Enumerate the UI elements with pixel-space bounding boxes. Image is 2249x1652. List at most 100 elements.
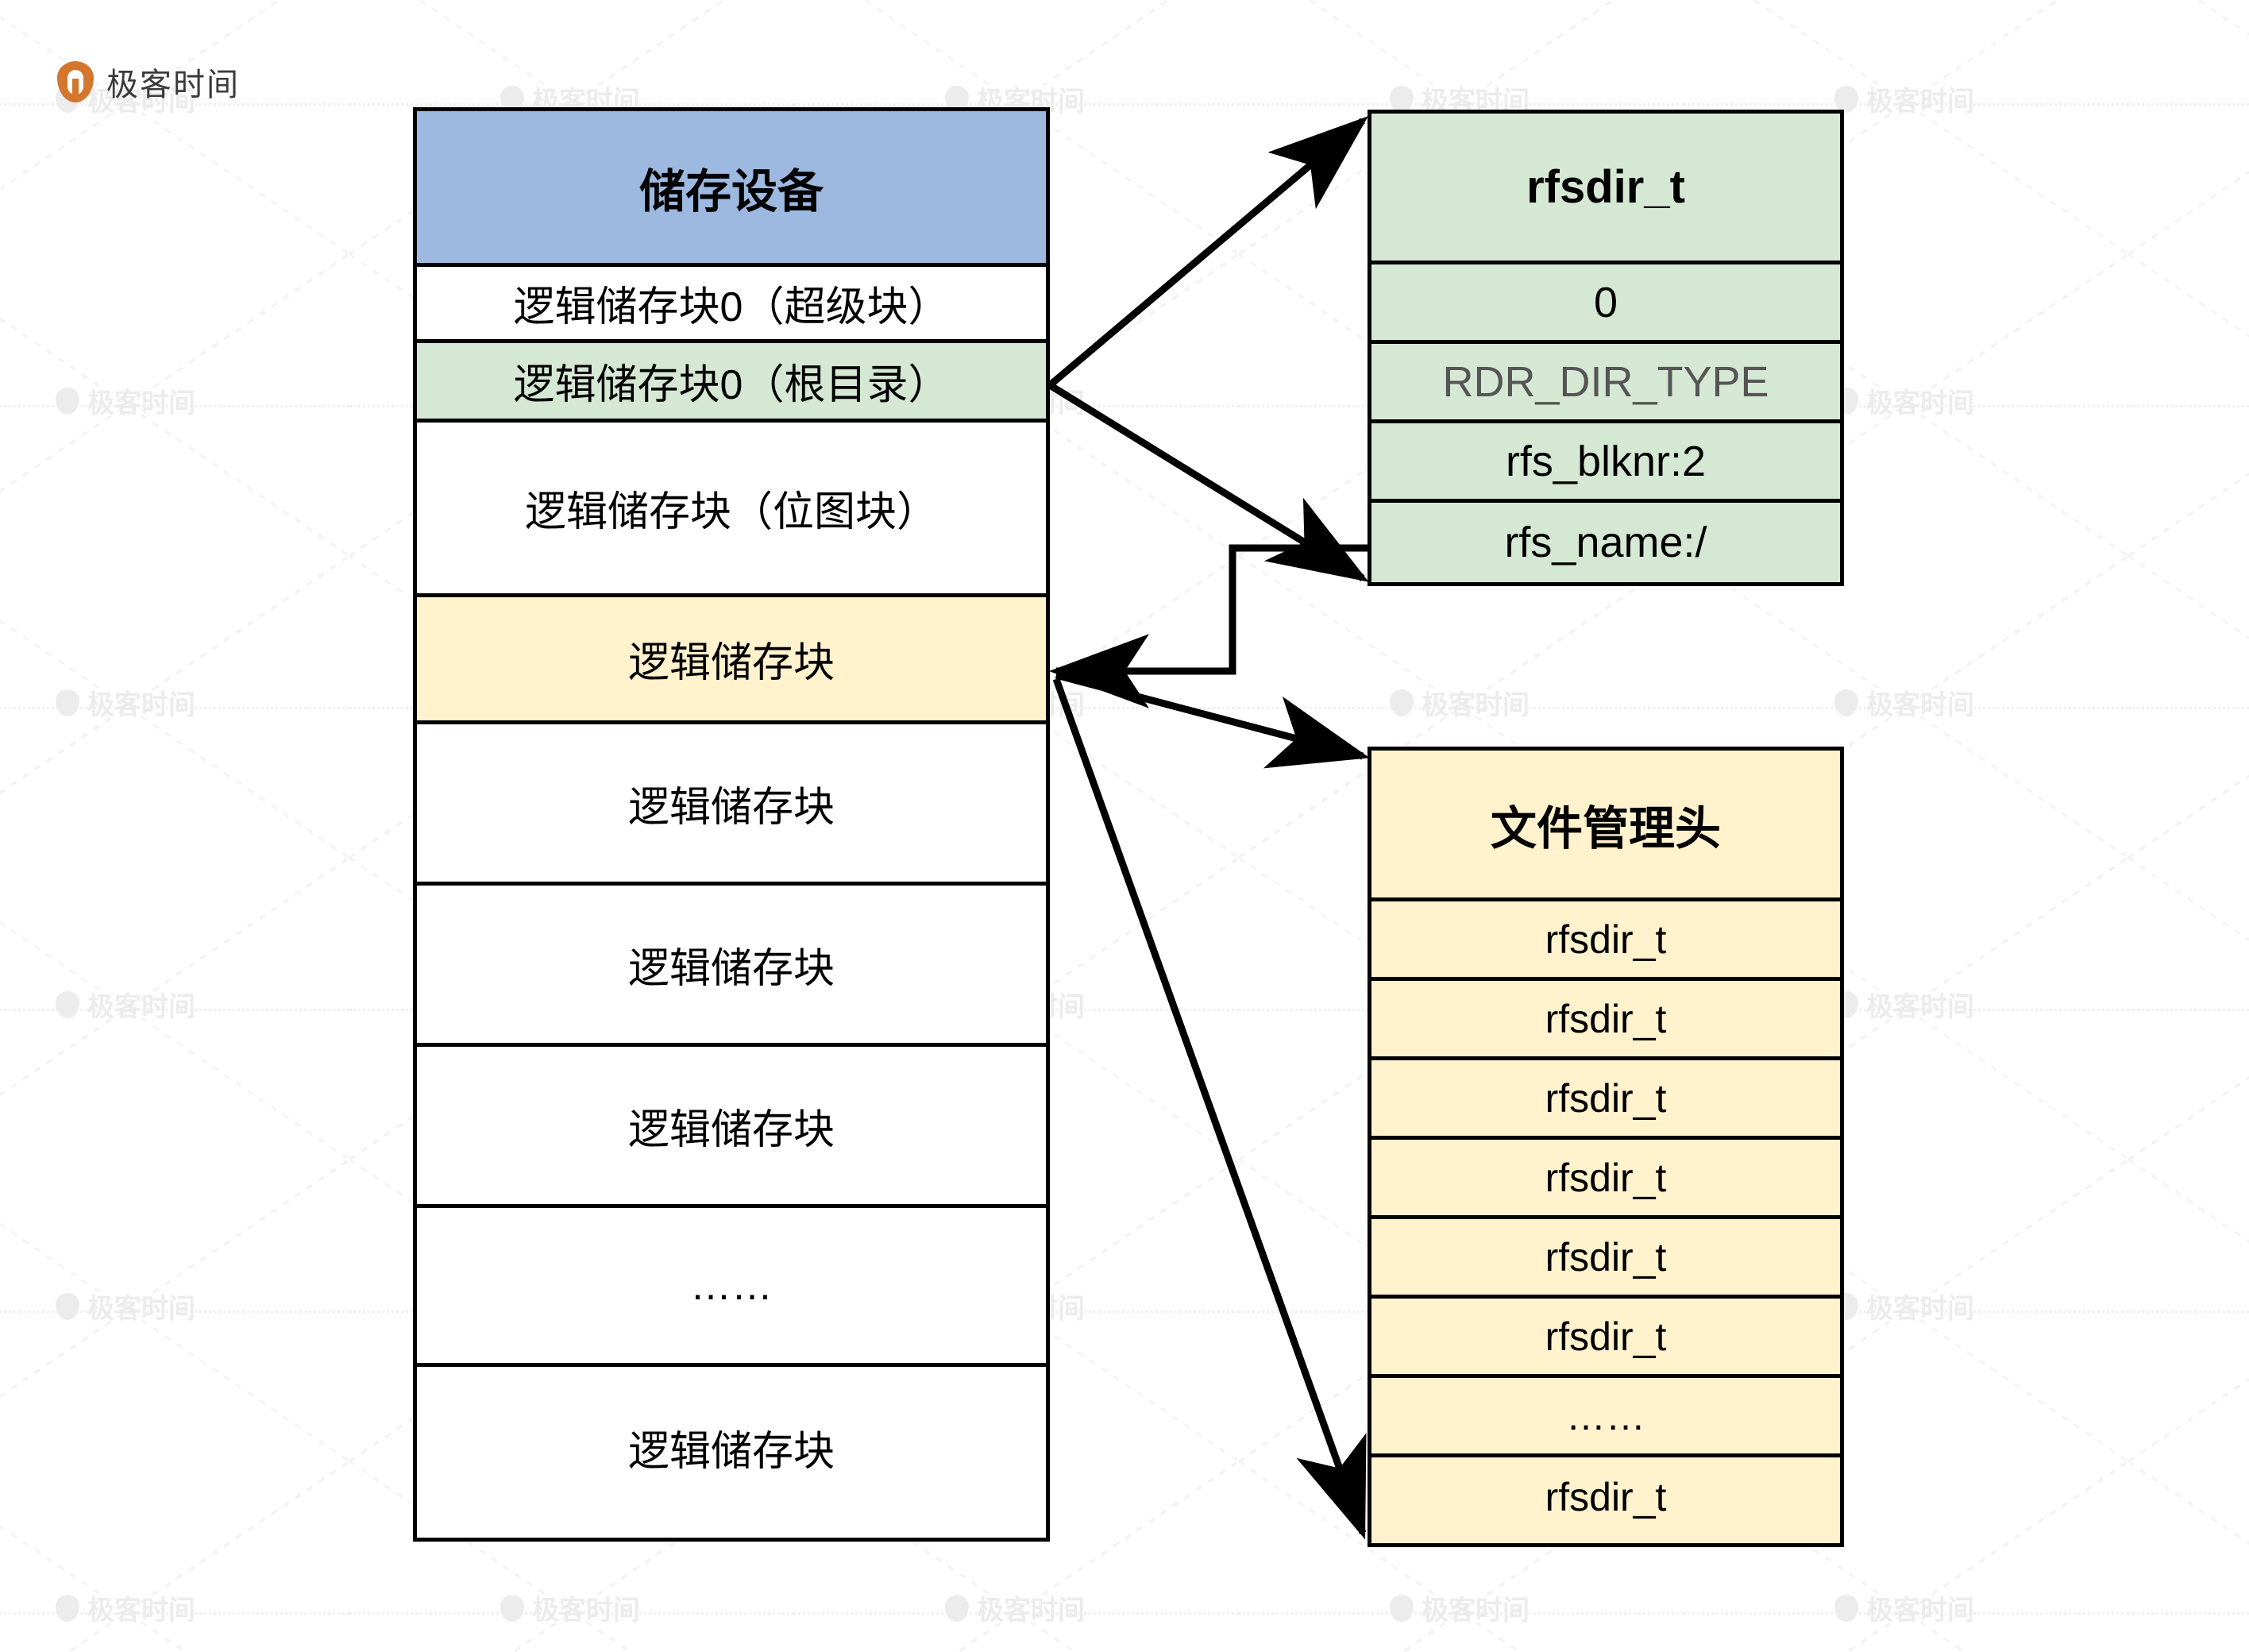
watermark-dotted-line — [1239, 1612, 1684, 1615]
geektime-pin-icon — [56, 387, 79, 415]
geektime-pin-icon — [1834, 1594, 1858, 1622]
rfsdir-field-blknr: rfs_blknr:2 — [1371, 423, 1840, 503]
arrow-rootdir-to-rfsname — [1047, 382, 1369, 582]
watermark-mark: 极客时间 — [56, 985, 195, 1024]
rfsdir-header: rfsdir_t — [1371, 114, 1840, 264]
watermark-text: 极客时间 — [87, 1294, 195, 1324]
storage-device-header: 储存设备 — [417, 111, 1046, 267]
geektime-pin-icon — [500, 1594, 524, 1622]
storage-row-bitmap: 逻辑储存块（位图块） — [417, 423, 1046, 597]
watermark-tile: 极客时间 — [2128, 1461, 2249, 1652]
watermark-dotted-line — [349, 1612, 794, 1615]
brand-logo: 极客时间 — [57, 59, 240, 105]
watermark-diagonals — [2128, 254, 2249, 556]
file-header-entry-4: rfsdir_t — [1371, 1140, 1840, 1219]
watermark-dotted-line — [2128, 103, 2249, 106]
watermark-mark: 极客时间 — [1390, 1588, 1530, 1627]
watermark-tile: 极客时间 — [0, 556, 349, 858]
watermark-dotted-line — [2128, 707, 2249, 709]
geektime-pin-icon — [945, 1594, 969, 1622]
watermark-diagonals — [0, 556, 349, 858]
watermark-dotted-line — [1684, 103, 2128, 106]
watermark-diagonals — [0, 858, 349, 1160]
geektime-pin-icon — [56, 689, 79, 716]
storage-device-table: 储存设备 逻辑储存块0（超级块） 逻辑储存块0（根目录） 逻辑储存块（位图块） … — [413, 107, 1050, 1542]
rfsdir-struct-table: rfsdir_t 0 RDR_DIR_TYPE rfs_blknr:2 rfs_… — [1368, 110, 1844, 586]
file-header-entry-ellipsis: …… — [1371, 1378, 1840, 1457]
file-header-entry-5: rfsdir_t — [1371, 1219, 1840, 1299]
watermark-text: 极客时间 — [87, 690, 195, 720]
geektime-pin-icon — [56, 990, 79, 1018]
file-header-title: 文件管理头 — [1371, 751, 1840, 901]
watermark-dotted-line — [349, 103, 794, 106]
arrow-rfsname-to-block — [1049, 544, 1368, 708]
watermark-text: 极客时间 — [1866, 992, 1974, 1022]
watermark-diagonals — [0, 254, 349, 556]
watermark-mark: 极客时间 — [1834, 985, 1974, 1024]
rfsdir-field-zero: 0 — [1371, 264, 1840, 344]
watermark-text: 极客时间 — [87, 388, 195, 419]
watermark-mark: 极客时间 — [945, 1588, 1085, 1627]
watermark-dotted-line — [0, 1612, 349, 1615]
watermark-mark: 极客时间 — [56, 1588, 195, 1627]
watermark-text: 极客时间 — [1422, 690, 1530, 720]
watermark-mark: 极客时间 — [56, 381, 195, 420]
rfsdir-field-name: rfs_name:/ — [1371, 503, 1840, 582]
watermark-dotted-line — [0, 1009, 349, 1011]
file-header-entry-1: rfsdir_t — [1371, 901, 1840, 981]
watermark-tile: 极客时间 — [2128, 0, 2249, 254]
watermark-dotted-line — [794, 103, 1239, 106]
geektime-pin-icon — [56, 1292, 79, 1320]
watermark-mark: 极客时间 — [1390, 683, 1530, 722]
watermark-text: 极客时间 — [87, 1596, 195, 1626]
watermark-diagonals — [2128, 556, 2249, 858]
watermark-dotted-line — [1684, 707, 2128, 709]
watermark-dotted-line — [2128, 1009, 2249, 1011]
watermark-dotted-line — [2128, 1612, 2249, 1615]
watermark-text: 极客时间 — [1866, 87, 1974, 117]
watermark-tile: 极客时间 — [0, 0, 349, 254]
storage-row-block-3: 逻辑储存块 — [417, 1047, 1046, 1208]
watermark-dotted-line — [0, 405, 349, 407]
watermark-text: 极客时间 — [1866, 388, 1974, 419]
watermark-tile: 极客时间 — [0, 1160, 349, 1461]
geektime-pin-icon — [57, 61, 94, 102]
storage-row-block-last: 逻辑储存块 — [417, 1367, 1046, 1528]
geektime-pin-icon — [1834, 85, 1858, 113]
watermark-mark: 极客时间 — [1834, 683, 1974, 722]
watermark-dotted-line — [0, 707, 349, 709]
watermark-mark: 极客时间 — [56, 683, 195, 722]
watermark-text: 极客时间 — [1866, 1596, 1974, 1626]
geektime-pin-icon — [1390, 689, 1414, 716]
watermark-mark: 极客时间 — [1834, 79, 1974, 118]
file-header-entry-2: rfsdir_t — [1371, 981, 1840, 1060]
storage-row-block-2: 逻辑储存块 — [417, 886, 1046, 1047]
storage-row-ellipsis: …… — [417, 1208, 1046, 1367]
watermark-tile: 极客时间 — [0, 1461, 349, 1652]
watermark-dotted-line — [1684, 1612, 2128, 1615]
watermark-dotted-line — [1239, 707, 1684, 709]
watermark-diagonals — [2128, 0, 2249, 254]
watermark-mark: 极客时间 — [1834, 1287, 1974, 1326]
brand-name: 极客时间 — [106, 68, 240, 102]
geektime-pin-icon — [56, 1594, 79, 1622]
watermark-mark: 极客时间 — [1834, 1588, 1974, 1627]
watermark-diagonals — [2128, 1461, 2249, 1545]
rfsdir-field-type: RDR_DIR_TYPE — [1371, 344, 1840, 423]
watermark-diagonals — [0, 1461, 349, 1652]
file-header-entry-3: rfsdir_t — [1371, 1060, 1840, 1140]
watermark-mark: 极客时间 — [1834, 381, 1974, 420]
watermark-tile: 极客时间 — [2128, 556, 2249, 858]
watermark-tile: 极客时间 — [2128, 254, 2249, 556]
watermark-text: 极客时间 — [1866, 690, 1974, 720]
arrow-block-to-filehdr-last — [1052, 677, 1367, 1540]
watermark-dotted-line — [2128, 405, 2249, 407]
watermark-diagonals — [2128, 1160, 2249, 1461]
watermark-dotted-line — [1239, 103, 1684, 106]
watermark-dotted-line — [2128, 1310, 2249, 1313]
watermark-text: 极客时间 — [977, 1596, 1085, 1626]
watermark-tile: 极客时间 — [0, 858, 349, 1160]
